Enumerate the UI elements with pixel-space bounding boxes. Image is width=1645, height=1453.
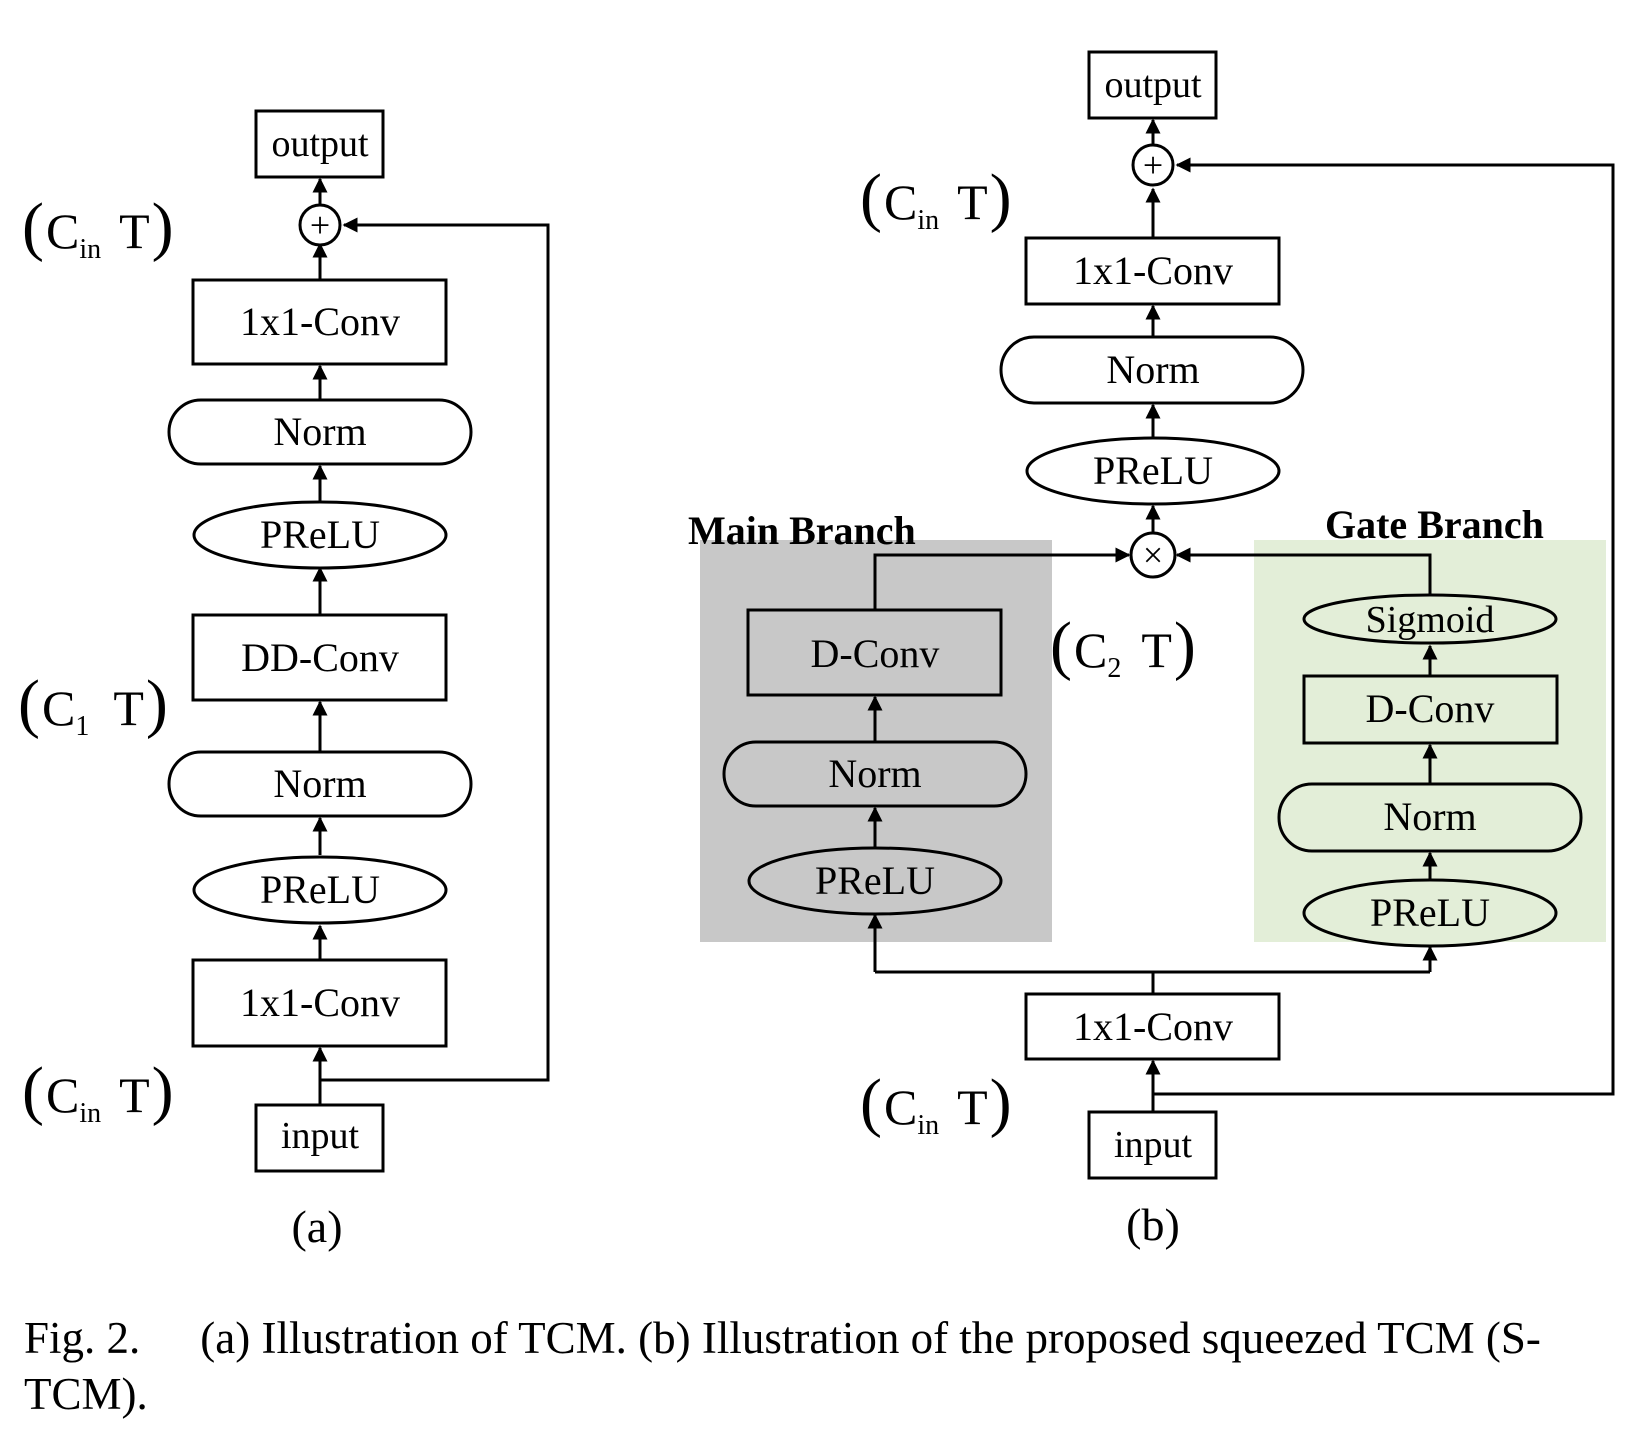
arrow-b-gate-to-multiply	[1175, 547, 1432, 596]
add-node-a: +	[298, 203, 342, 247]
label-gate-norm: Norm	[1383, 794, 1476, 839]
caption-label: Fig. 2.	[24, 1313, 141, 1363]
label-a-conv1x1-top: 1x1-Conv	[240, 299, 400, 344]
block-main-prelu: PReLU	[747, 846, 1003, 916]
sublabel-b: (b)	[1126, 1199, 1180, 1250]
label-a-prelu-bottom: PReLU	[260, 867, 380, 912]
diagram-b-stcm: Main Branch Gate Branch output +	[688, 50, 1615, 1250]
block-b-conv1x1-bottom: 1x1-Conv	[1024, 992, 1281, 1061]
add-node-b: +	[1131, 143, 1175, 187]
block-main-norm: Norm	[722, 740, 1028, 808]
label-main-prelu: PReLU	[815, 858, 935, 903]
block-a-norm-bottom: Norm	[167, 750, 473, 818]
block-a-norm-top: Norm	[167, 398, 473, 466]
block-gate-sigmoid: Sigmoid	[1302, 593, 1558, 645]
label-b-conv1x1-top: 1x1-Conv	[1073, 248, 1233, 293]
gate-branch-title: Gate Branch	[1325, 502, 1544, 547]
block-a-prelu-bottom: PReLU	[192, 855, 448, 925]
block-a-input: input	[254, 1103, 385, 1173]
block-a-conv1x1-bottom: 1x1-Conv	[191, 958, 448, 1048]
label-b-norm-top: Norm	[1106, 347, 1199, 392]
arrow-b-main-to-multiply	[873, 547, 1131, 610]
block-b-norm-top: Norm	[999, 335, 1305, 405]
label-gate-dconv: D-Conv	[1366, 686, 1495, 731]
label-a-output: output	[271, 123, 369, 165]
block-a-prelu-top: PReLU	[192, 500, 448, 570]
label-a-ddconv: DD-Conv	[241, 635, 399, 680]
plus-symbol-b: +	[1143, 145, 1163, 185]
block-a-output: output	[254, 109, 385, 179]
label-b-conv1x1-bottom: 1x1-Conv	[1073, 1004, 1233, 1049]
label-a-prelu-top: PReLU	[260, 512, 380, 557]
block-b-conv1x1-top: 1x1-Conv	[1024, 236, 1281, 306]
block-gate-dconv: D-Conv	[1302, 674, 1559, 745]
label-gate-sigmoid: Sigmoid	[1366, 599, 1495, 641]
main-branch-title: Main Branch	[688, 508, 916, 553]
multiply-node: ×	[1129, 531, 1177, 579]
block-a-conv1x1-top: 1x1-Conv	[191, 278, 448, 366]
block-b-prelu-top: PReLU	[1025, 436, 1281, 506]
block-main-dconv: D-Conv	[746, 608, 1003, 697]
label-a-norm-bottom: Norm	[273, 761, 366, 806]
label-gate-prelu: PReLU	[1370, 890, 1490, 935]
label-a-conv1x1-bottom: 1x1-Conv	[240, 980, 400, 1025]
figure-caption: Fig. 2.(a) Illustration of TCM. (b) Illu…	[24, 1310, 1624, 1422]
label-a-norm-top: Norm	[273, 409, 366, 454]
label-main-norm: Norm	[828, 751, 921, 796]
s-tcm-diagram: output + 1x1-Conv Norm PReLU DD-Conv Nor…	[18, 50, 1615, 1252]
block-a-ddconv: DD-Conv	[191, 613, 448, 702]
caption-text: (a) Illustration of TCM. (b) Illustratio…	[24, 1313, 1541, 1419]
block-gate-norm: Norm	[1277, 782, 1583, 853]
block-b-input: input	[1087, 1110, 1218, 1180]
multiply-symbol: ×	[1143, 535, 1163, 575]
label-b-input: input	[1114, 1124, 1193, 1166]
block-gate-prelu: PReLU	[1302, 878, 1558, 948]
label-b-output: output	[1104, 64, 1202, 106]
plus-symbol-a: +	[310, 205, 330, 245]
sublabel-a: (a)	[291, 1201, 342, 1252]
diagram-a-tcm: output + 1x1-Conv Norm PReLU DD-Conv Nor…	[18, 109, 550, 1252]
arrow-b-residual	[1153, 157, 1615, 1096]
label-main-dconv: D-Conv	[811, 631, 940, 676]
block-b-output: output	[1087, 50, 1218, 120]
arrow-a-residual	[320, 217, 550, 1082]
label-b-prelu-top: PReLU	[1093, 448, 1213, 493]
label-a-input: input	[281, 1115, 360, 1157]
